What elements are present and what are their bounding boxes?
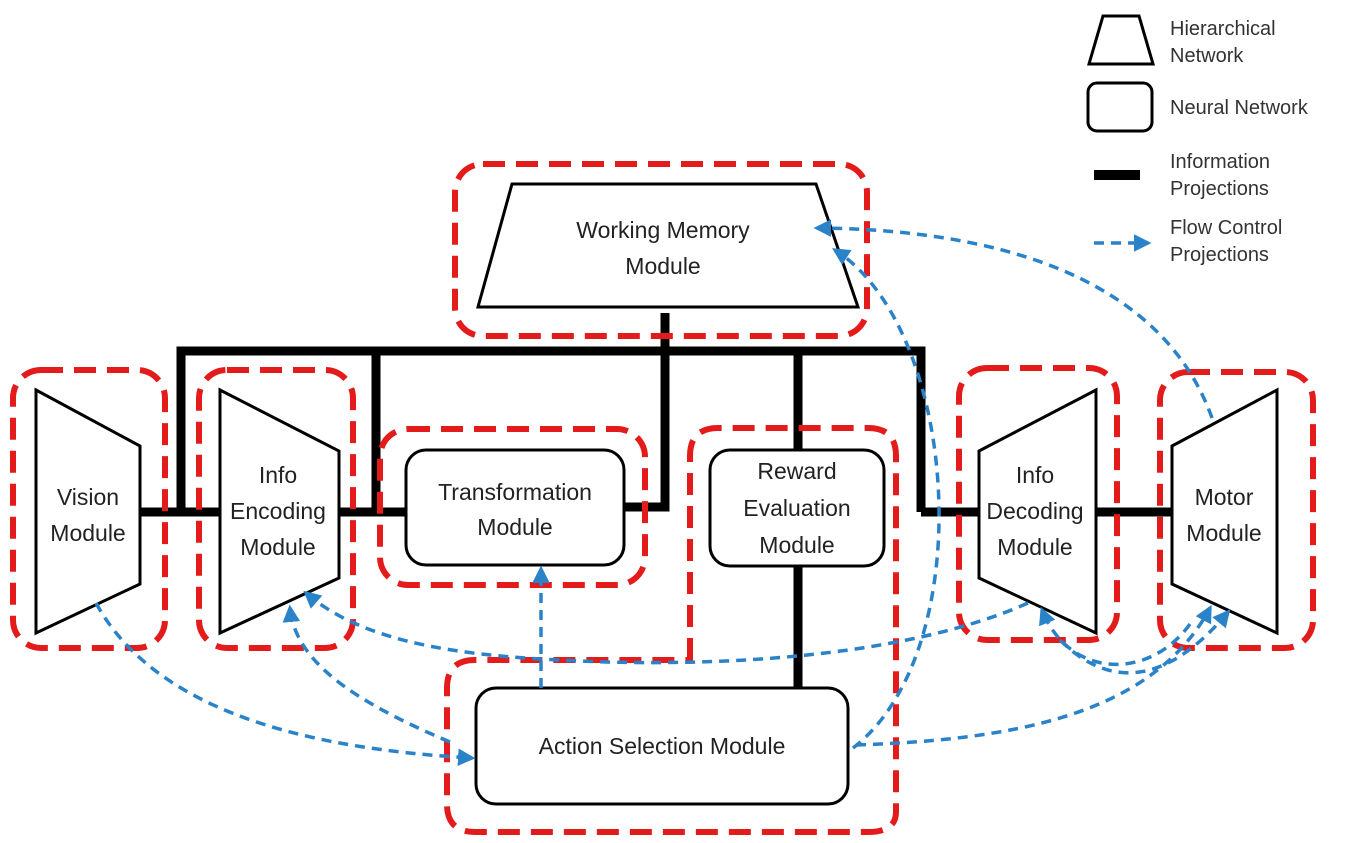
flow-arrow-motor-to-working-memory: [813, 219, 1214, 419]
legend-hierarchical-label-2: Network: [1170, 45, 1244, 67]
legend-information-label-2: Projections: [1170, 178, 1269, 200]
transformation-label-2: Module: [477, 514, 552, 540]
working-memory-label-2: Module: [625, 253, 700, 279]
flow-arrow-motor-to-decoding: [1039, 606, 1192, 667]
flow-arrow-vision-to-action: [94, 602, 476, 766]
working-memory-module: Working Memory Module: [476, 182, 861, 309]
info-encoding-label-3: Module: [240, 534, 315, 560]
action-reward-group-outline: [444, 425, 899, 835]
legend-hierarchical-label-1: Hierarchical: [1170, 18, 1276, 40]
transformation-label-1: Transformation: [438, 479, 592, 505]
info-decoding-group-outline: [956, 365, 1120, 643]
info-encoding-group-outline: [196, 367, 356, 651]
flow-arrow-action-to-motor: [855, 604, 1212, 747]
info-encoding-module: Info Encoding Module: [218, 387, 341, 636]
vision-label-1: Vision: [57, 484, 119, 510]
legend-flow-control-label-1: Flow Control: [1170, 217, 1282, 239]
info-decoding-label-1: Info: [1016, 462, 1054, 488]
flow-arrow-decoding-to-motor: [1058, 609, 1231, 675]
motor-group-outline: [1157, 369, 1316, 651]
action-selection-module: Action Selection Module: [474, 686, 850, 806]
motor-module: Motor Module: [1170, 387, 1279, 636]
info-encoding-label-1: Info: [259, 462, 297, 488]
reward-evaluation-label-3: Module: [759, 532, 834, 558]
information-projections: [140, 313, 1172, 690]
flow-arrow-action-to-encoding: [282, 604, 451, 744]
info-encoding-label-2: Encoding: [230, 498, 326, 524]
legend-information-label-1: Information: [1170, 151, 1270, 173]
working-memory-label-1: Working Memory: [576, 217, 750, 243]
transformation-group-outline: [377, 426, 648, 588]
flow-arrow-decoding-to-encoding: [303, 590, 1029, 665]
trapezoid-icon: [1087, 14, 1155, 66]
info-decoding-label-2: Decoding: [986, 498, 1083, 524]
reward-evaluation-label-2: Evaluation: [743, 495, 850, 521]
action-selection-label: Action Selection Module: [539, 733, 786, 759]
motor-label-1: Motor: [1195, 484, 1254, 510]
legend: Hierarchical Network Neural Network Info…: [1086, 14, 1309, 266]
transformation-module: Transformation Module: [404, 448, 626, 567]
reward-evaluation-module: Reward Evaluation Module: [708, 448, 886, 568]
flow-arrow-action-to-working-memory: [832, 248, 941, 750]
vision-module: Vision Module: [34, 387, 142, 636]
reward-evaluation-label-1: Reward: [757, 458, 836, 484]
flow-control-projections: [94, 219, 1231, 766]
legend-neural-network-label: Neural Network: [1170, 97, 1309, 119]
legend-flow-control-label-2: Projections: [1170, 244, 1269, 266]
module-group-outlines: [10, 161, 1316, 835]
vision-label-2: Module: [50, 520, 125, 546]
vision-group-outline: [10, 367, 168, 651]
info-decoding-module: Info Decoding Module: [977, 387, 1098, 636]
info-decoding-label-3: Module: [997, 534, 1072, 560]
rounded-rect-icon: [1086, 81, 1154, 133]
working-memory-group-outline: [452, 161, 870, 339]
motor-label-2: Module: [1186, 520, 1261, 546]
